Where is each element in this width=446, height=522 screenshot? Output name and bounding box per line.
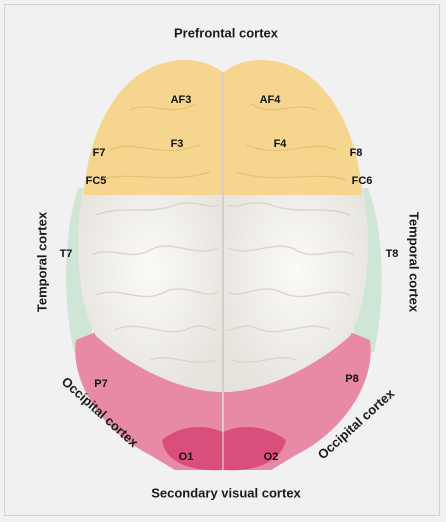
electrode-p8: P8 [345,373,358,385]
electrode-o1: O1 [179,451,194,463]
electrode-o2: O2 [264,451,279,463]
electrode-f7: F7 [93,147,106,159]
electrode-t8: T8 [386,248,399,260]
electrode-fc6: FC6 [352,175,373,187]
electrode-fc5: FC5 [86,175,107,187]
prefrontal-cortex-label: Prefrontal cortex [174,26,278,41]
electrode-f8: F8 [350,147,363,159]
electrode-af4: AF4 [260,94,281,106]
electrode-p7: P7 [94,378,107,390]
electrode-af3: AF3 [171,94,192,106]
electrode-f3: F3 [171,138,184,150]
temporal-cortex-label-right: Temporal cortex [407,212,422,312]
temporal-cortex-label-left: Temporal cortex [35,212,50,312]
electrode-t7: T7 [60,248,73,260]
secondary-visual-cortex-label: Secondary visual cortex [151,486,301,501]
electrode-f4: F4 [274,138,287,150]
